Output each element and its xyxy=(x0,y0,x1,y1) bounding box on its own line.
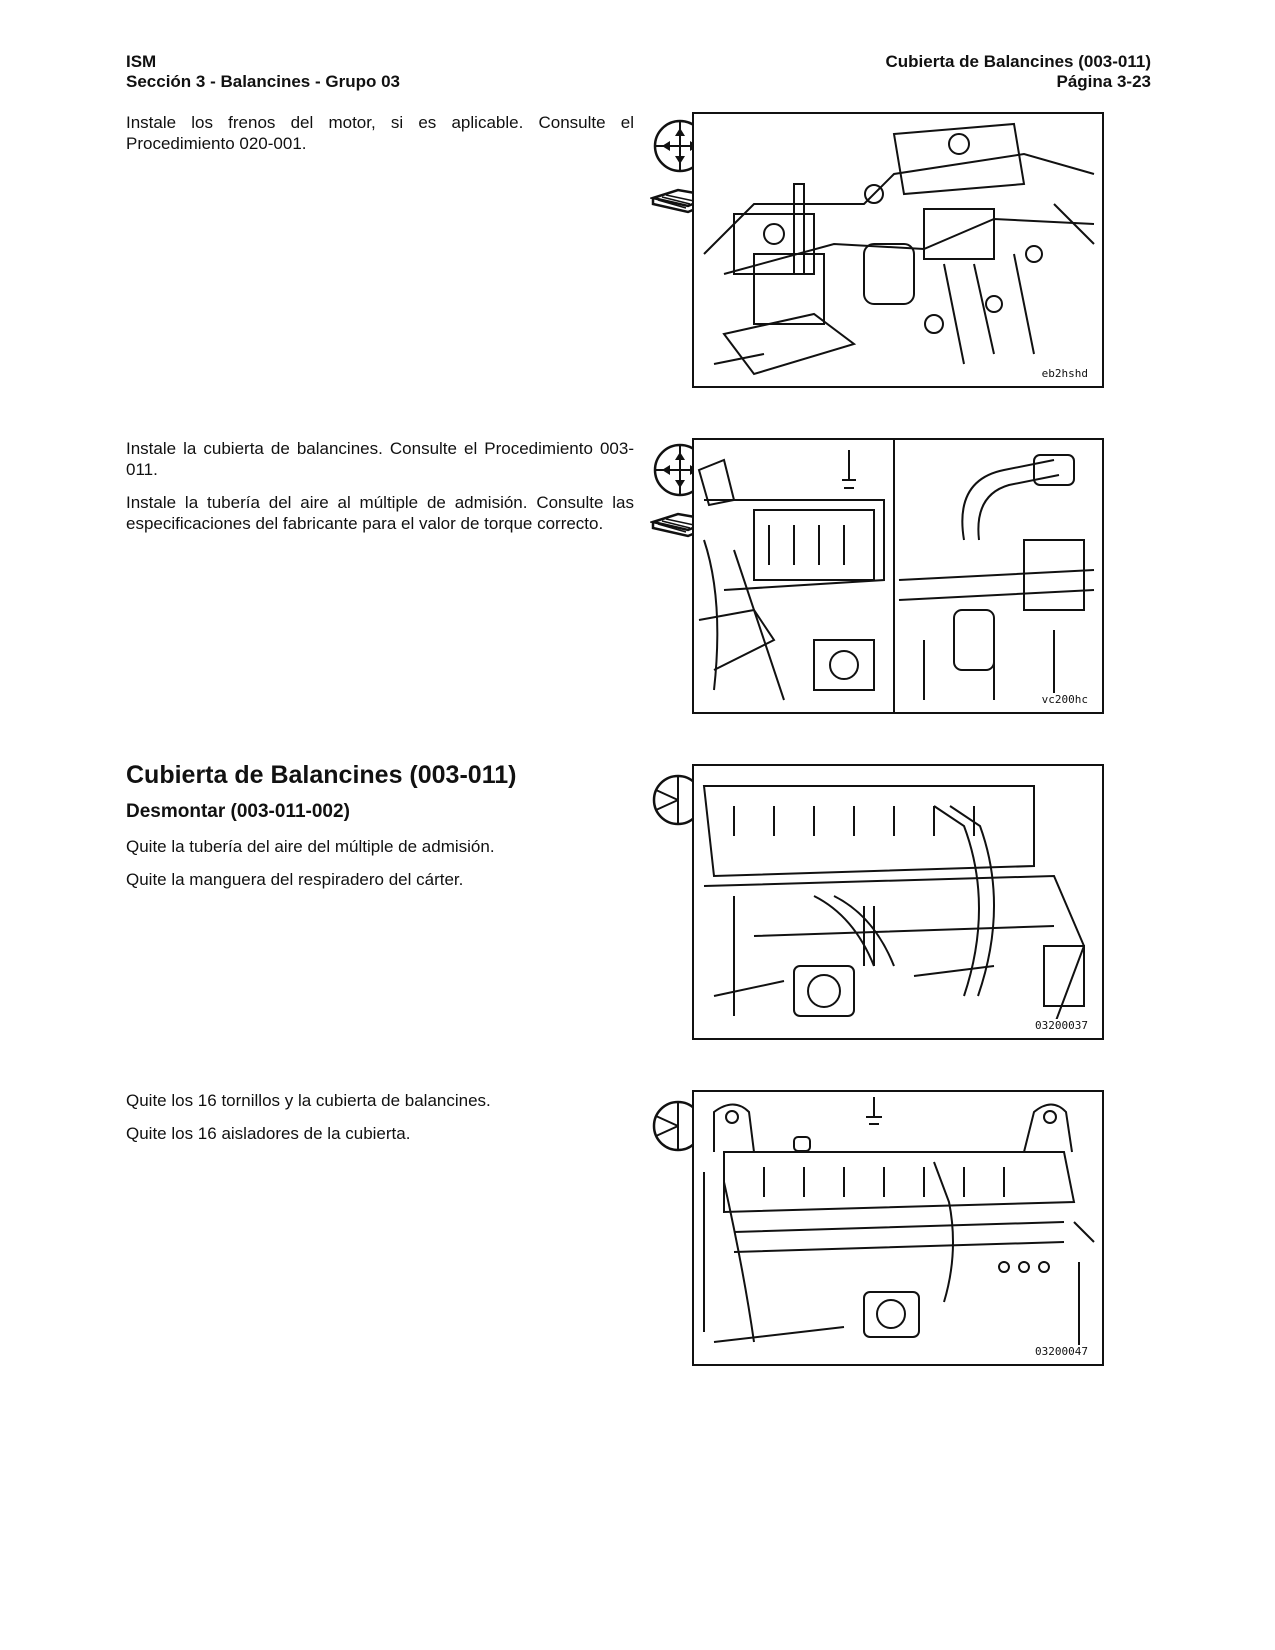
step-2-text: Instale la cubierta de balancines. Consu… xyxy=(126,438,634,546)
step-4-text: Quite los 16 tornillos y la cubierta de … xyxy=(126,1090,634,1156)
step-3-paragraph-1: Quite la tubería del aire del múltiple d… xyxy=(126,837,495,856)
page-header-left: ISM Sección 3 - Balancines - Grupo 03 xyxy=(126,52,400,92)
procedure-name: Cubierta de Balancines (003-011) xyxy=(885,52,1151,71)
figure-code: eb2hshd xyxy=(1039,367,1090,380)
figure-code: vc200hc xyxy=(1039,693,1090,706)
figure-code: 03200037 xyxy=(1033,1019,1090,1032)
step-1-paragraph-1: Instale los frenos del motor, si es apli… xyxy=(126,113,634,153)
page-header-right: Cubierta de Balancines (003-011) Página … xyxy=(885,52,1151,92)
step-2-figure: vc200hc xyxy=(692,438,1104,714)
rocker-cover-removal-illustration xyxy=(703,1097,1095,1352)
step-3-text: Cubierta de Balancines (003-011) Desmont… xyxy=(126,760,634,902)
subsection-title: Desmontar (003-011-002) xyxy=(126,801,350,822)
engine-brake-illustration xyxy=(703,122,1095,376)
step-3-paragraph-2: Quite la manguera del respiradero del cá… xyxy=(126,870,464,889)
step-1-figure: eb2hshd xyxy=(692,112,1104,388)
page-number: Página 3-23 xyxy=(1056,72,1152,91)
air-tube-removal-illustration xyxy=(702,785,1086,1027)
step-4-figure: 03200047 xyxy=(692,1090,1104,1366)
figure-code: 03200047 xyxy=(1033,1345,1090,1358)
step-4-paragraph-1: Quite los 16 tornillos y la cubierta de … xyxy=(126,1091,491,1110)
rocker-cover-install-illustration xyxy=(697,440,1095,712)
step-2-paragraph-2: Instale la tubería del aire al múltiple … xyxy=(126,493,634,533)
step-3-figure: 03200037 xyxy=(692,764,1104,1040)
step-2-paragraph-1: Instale la cubierta de balancines. Consu… xyxy=(126,439,634,479)
section-name: Sección 3 - Balancines - Grupo 03 xyxy=(126,72,400,91)
step-4-paragraph-2: Quite los 16 aisladores de la cubierta. xyxy=(126,1124,411,1143)
section-title: Cubierta de Balancines (003-011) xyxy=(126,761,517,789)
manual-name: ISM xyxy=(126,52,157,71)
step-1-text: Instale los frenos del motor, si es apli… xyxy=(126,112,634,166)
